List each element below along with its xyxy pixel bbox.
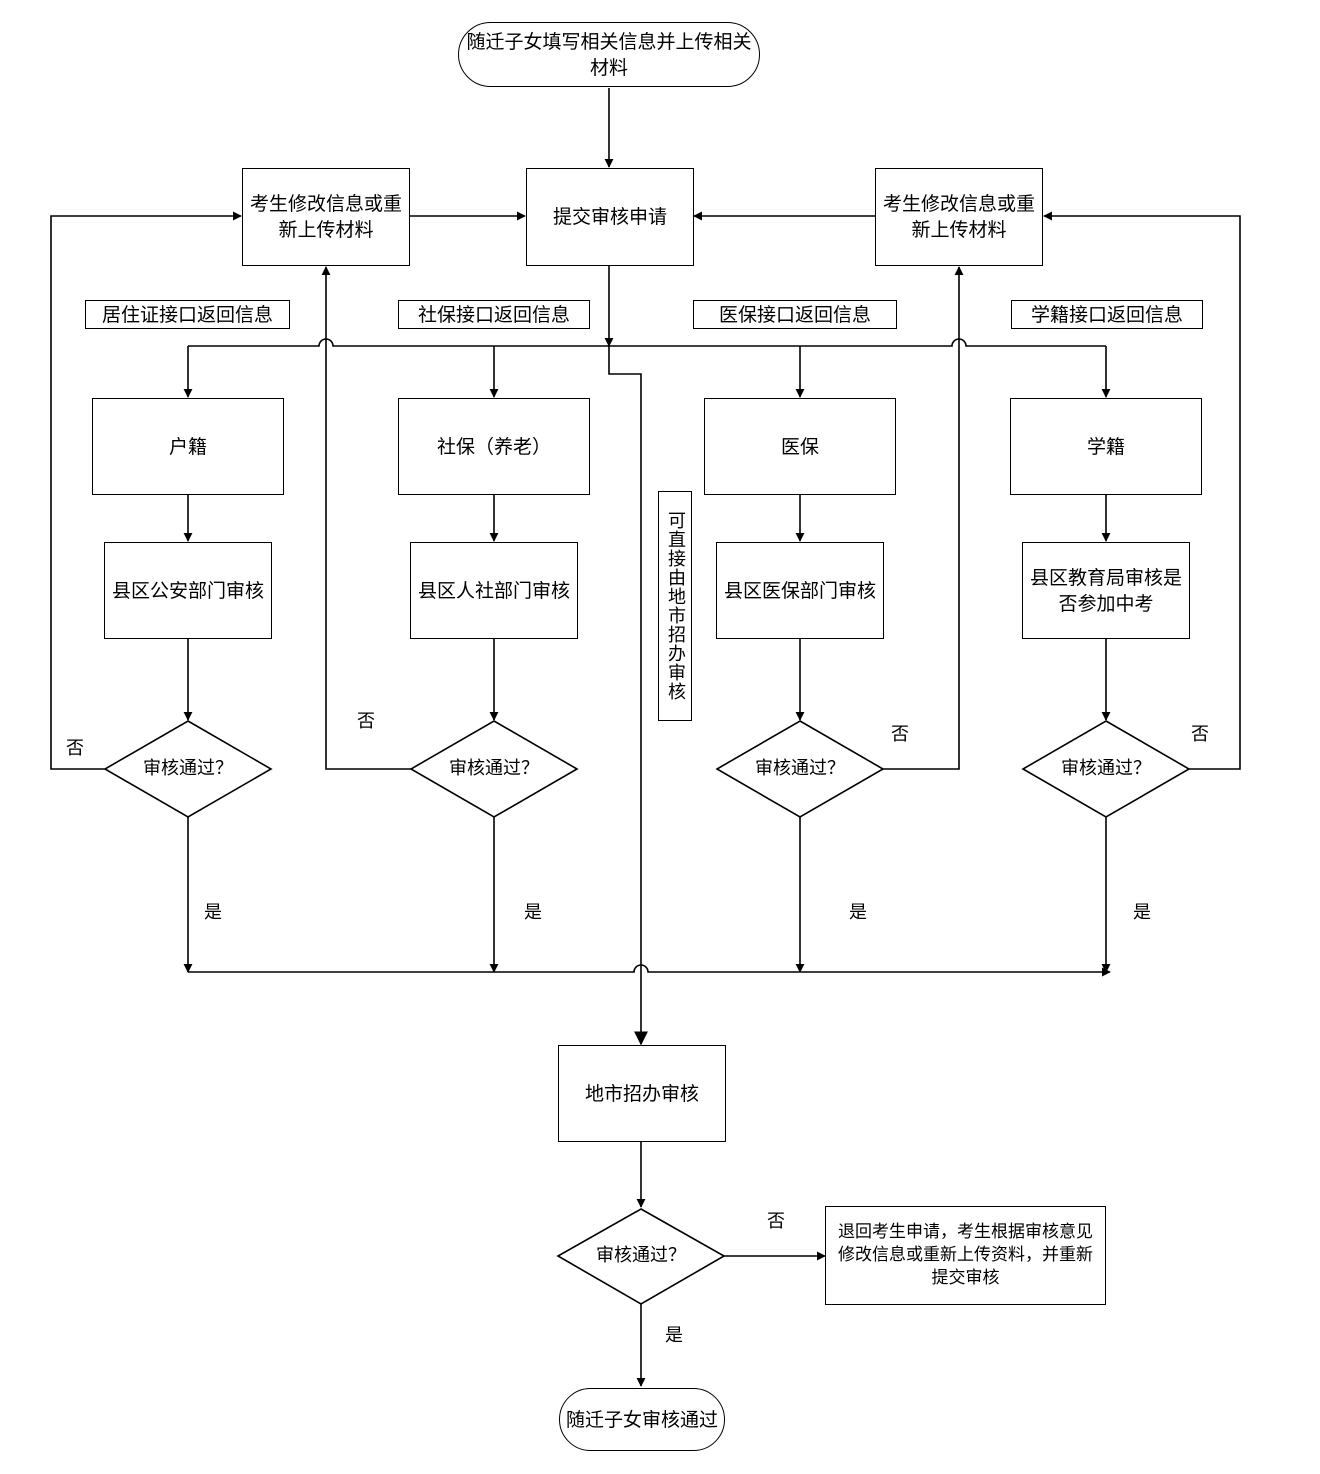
yes-label-3: 是: [849, 902, 867, 923]
yes-label-1: 是: [204, 902, 222, 923]
yes-label-2: 是: [524, 902, 542, 923]
edge-no-loop-1: [50, 211, 242, 770]
hr-review-box: 县区人社部门审核: [410, 542, 578, 639]
modify-left-box: 考生修改信息或重新上传材料: [242, 168, 410, 266]
edge-no-loop-2: [321, 266, 411, 770]
end-terminal: 随迁子女审核通过: [559, 1388, 725, 1451]
no-label-1: 否: [66, 738, 84, 759]
interface-xueji-tag: 学籍接口返回信息: [1011, 300, 1203, 329]
edge-no-loop-3: [883, 266, 964, 770]
city-review-box: 地市招办审核: [558, 1045, 726, 1142]
interface-shebao-tag: 社保接口返回信息: [398, 300, 590, 329]
no-label-4: 否: [1191, 724, 1209, 745]
yes-label-final: 是: [665, 1325, 683, 1346]
decision-text-2: 审核通过？: [449, 758, 539, 779]
edu-review-box: 县区教育局审核是否参加中考: [1022, 542, 1190, 639]
interface-juzhu-tag: 居住证接口返回信息: [85, 300, 290, 329]
return-application-box: 退回考生申请，考生根据审核意见修改信息或重新上传资料，并重新提交审核: [825, 1206, 1106, 1305]
xueji-box: 学籍: [1010, 398, 1202, 495]
edge-no-loop-4: [1043, 211, 1241, 770]
direct-review-note: 可直接由地市招办审核: [658, 491, 692, 721]
decision-text-4: 审核通过？: [1061, 758, 1151, 779]
interface-yibao-tag: 医保接口返回信息: [693, 300, 897, 329]
no-label-final: 否: [767, 1211, 785, 1232]
yibao-box: 医保: [704, 398, 896, 495]
huji-box: 户籍: [92, 398, 284, 495]
shebao-box: 社保（养老）: [398, 398, 590, 495]
decision-text-3: 审核通过？: [755, 758, 845, 779]
decision-text-1: 审核通过？: [143, 758, 233, 779]
no-label-2: 否: [357, 711, 375, 732]
no-label-3: 否: [891, 724, 909, 745]
medical-review-box: 县区医保部门审核: [716, 542, 884, 639]
decision-text-final: 审核通过？: [596, 1245, 686, 1266]
collection-bus: [188, 964, 1111, 977]
edge-direct-city: [608, 346, 648, 1046]
start-terminal: 随迁子女填写相关信息并上传相关材料: [458, 22, 760, 87]
distribution-bus: [188, 338, 1106, 347]
submit-box: 提交审核申请: [526, 168, 694, 266]
yes-label-4: 是: [1133, 902, 1151, 923]
police-review-box: 县区公安部门审核: [104, 542, 272, 639]
modify-right-box: 考生修改信息或重新上传材料: [875, 168, 1043, 266]
